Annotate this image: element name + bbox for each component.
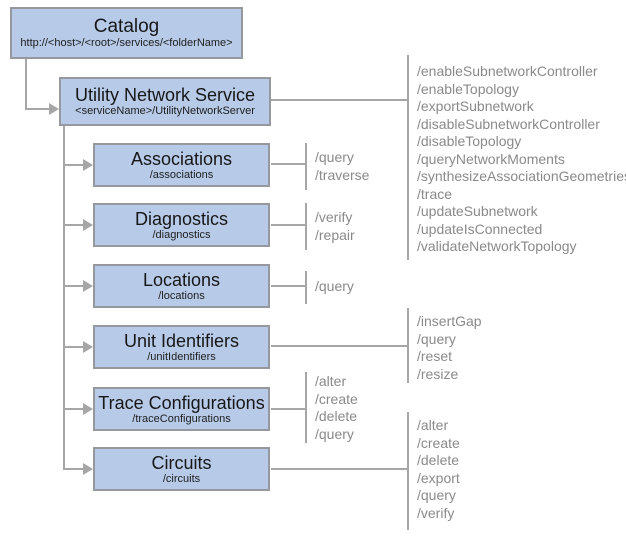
connector-catalog-vertical [25,59,27,110]
operation-item: /insertGap [417,313,482,329]
unit-identifiers-operations-list: /insertGap /query /reset /resize [417,313,482,383]
operation-item: /alter [315,373,347,389]
operation-item: /verify [417,504,455,521]
operation-item: /create [315,390,358,407]
operation-item: /traverse [315,166,370,183]
arrowhead-icon [49,103,59,115]
node-unit-identifiers-title: Unit Identifiers [123,330,240,351]
associations-operations-list: /query /traverse [315,149,369,184]
node-diagnostics-subtitle: /diagnostics [152,228,211,241]
node-locations: Locations /locations [93,264,270,308]
operation-item: /reset [417,348,453,364]
node-trace-configurations-title: Trace Configurations [98,392,265,413]
connector-circuits-ops-vertical [407,412,409,530]
node-circuits-subtitle: /circuits [162,472,201,485]
node-trace-configurations-subtitle: /traceConfigurations [132,412,231,425]
connector-locations-ops-vertical [305,271,307,304]
connector-unit-identifiers-ops-horizontal [271,345,408,347]
node-utility-network-service-subtitle: <serviceName>/UtilityNetworkServer [75,105,255,117]
node-utility-network-service-title: Utility Network Service [74,85,256,105]
operation-item: /query [315,425,354,442]
locations-operations-list: /query [315,278,354,296]
node-associations-subtitle: /associations [149,168,214,181]
operation-item: /query [417,330,456,347]
diagnostics-operations-list: /verify /repair [315,209,355,244]
operation-item: /queryNetworkMoments [417,150,565,167]
operation-item: /synthesizeAssociationGeometries [417,168,626,184]
node-diagnostics: Diagnostics /diagnostics [93,203,270,247]
connector-trace-configurations-ops-horizontal [271,408,306,410]
operation-item: /delete [315,408,358,424]
connector-branch-locations [63,285,84,287]
connector-trace-configurations-ops-vertical [305,372,307,443]
operation-item: /updateIsConnected [417,220,543,237]
operation-item: /enableTopology [417,80,519,97]
operation-item: /enableSubnetworkController [417,63,598,79]
connector-service-ops-horizontal [271,99,408,101]
connector-branch-circuits [63,468,84,470]
node-locations-title: Locations [142,269,221,290]
node-locations-subtitle: /locations [158,289,205,302]
trace-configurations-operations-list: /alter /create /delete /query [315,373,358,443]
arrowhead-icon [83,463,93,475]
node-trace-configurations: Trace Configurations /traceConfiguration… [93,387,270,431]
operation-item: /validateNetworkTopology [417,238,577,254]
connector-service-ops-vertical [407,55,409,260]
operation-item: /disableSubnetworkController [417,115,600,132]
arrowhead-icon [83,159,93,171]
connector-associations-ops-vertical [305,143,307,190]
connector-circuits-ops-horizontal [271,468,408,470]
arrowhead-icon [83,341,93,353]
connector-diagnostics-ops-horizontal [271,224,306,226]
arrowhead-icon [83,403,93,415]
operation-item: /query [417,487,456,503]
operation-item: /create [417,434,460,451]
node-unit-identifiers: Unit Identifiers /unitIdentifiers [93,325,270,369]
circuits-operations-list: /alter /create /delete /export /query /v… [417,417,460,522]
arrowhead-icon [83,280,93,292]
operation-item: /trace [417,185,453,202]
node-catalog-title: Catalog [93,15,160,37]
arrowhead-icon [83,219,93,231]
node-utility-network-service: Utility Network Service <serviceName>/Ut… [59,77,271,126]
node-associations: Associations /associations [93,143,270,187]
node-circuits: Circuits /circuits [93,447,270,491]
operation-item: /delete [417,452,460,468]
service-operations-list: /enableSubnetworkController /enableTopol… [417,63,626,256]
operation-item: /query [315,278,354,294]
operation-item: /resize [417,365,459,382]
operation-item: /disableTopology [417,133,522,149]
node-associations-title: Associations [130,148,233,169]
operation-item: /verify [315,209,353,225]
node-circuits-title: Circuits [151,452,212,473]
operation-item: /export [417,469,460,486]
connector-branch-trace-configurations [63,408,84,410]
connector-service-trunk [63,126,65,470]
node-unit-identifiers-subtitle: /unitIdentifiers [147,350,216,363]
operation-item: /repair [315,226,355,243]
operation-item: /alter [417,417,449,433]
connector-associations-ops-horizontal [271,163,306,165]
connector-branch-unit-identifiers [63,346,84,348]
connector-diagnostics-ops-vertical [305,203,307,250]
connector-catalog-horizontal [25,108,50,110]
connector-unit-identifiers-ops-vertical [407,308,409,383]
operation-item: /updateSubnetwork [417,203,538,219]
operation-item: /query [315,149,354,165]
connector-branch-associations [63,164,84,166]
node-catalog-subtitle: http://<host>/<root>/services/<folderNam… [20,36,233,49]
connector-branch-diagnostics [63,224,84,226]
node-diagnostics-title: Diagnostics [134,208,229,229]
connector-locations-ops-horizontal [271,285,306,287]
operation-item: /exportSubnetwork [417,98,534,114]
node-catalog: Catalog http://<host>/<root>/services/<f… [10,7,243,59]
